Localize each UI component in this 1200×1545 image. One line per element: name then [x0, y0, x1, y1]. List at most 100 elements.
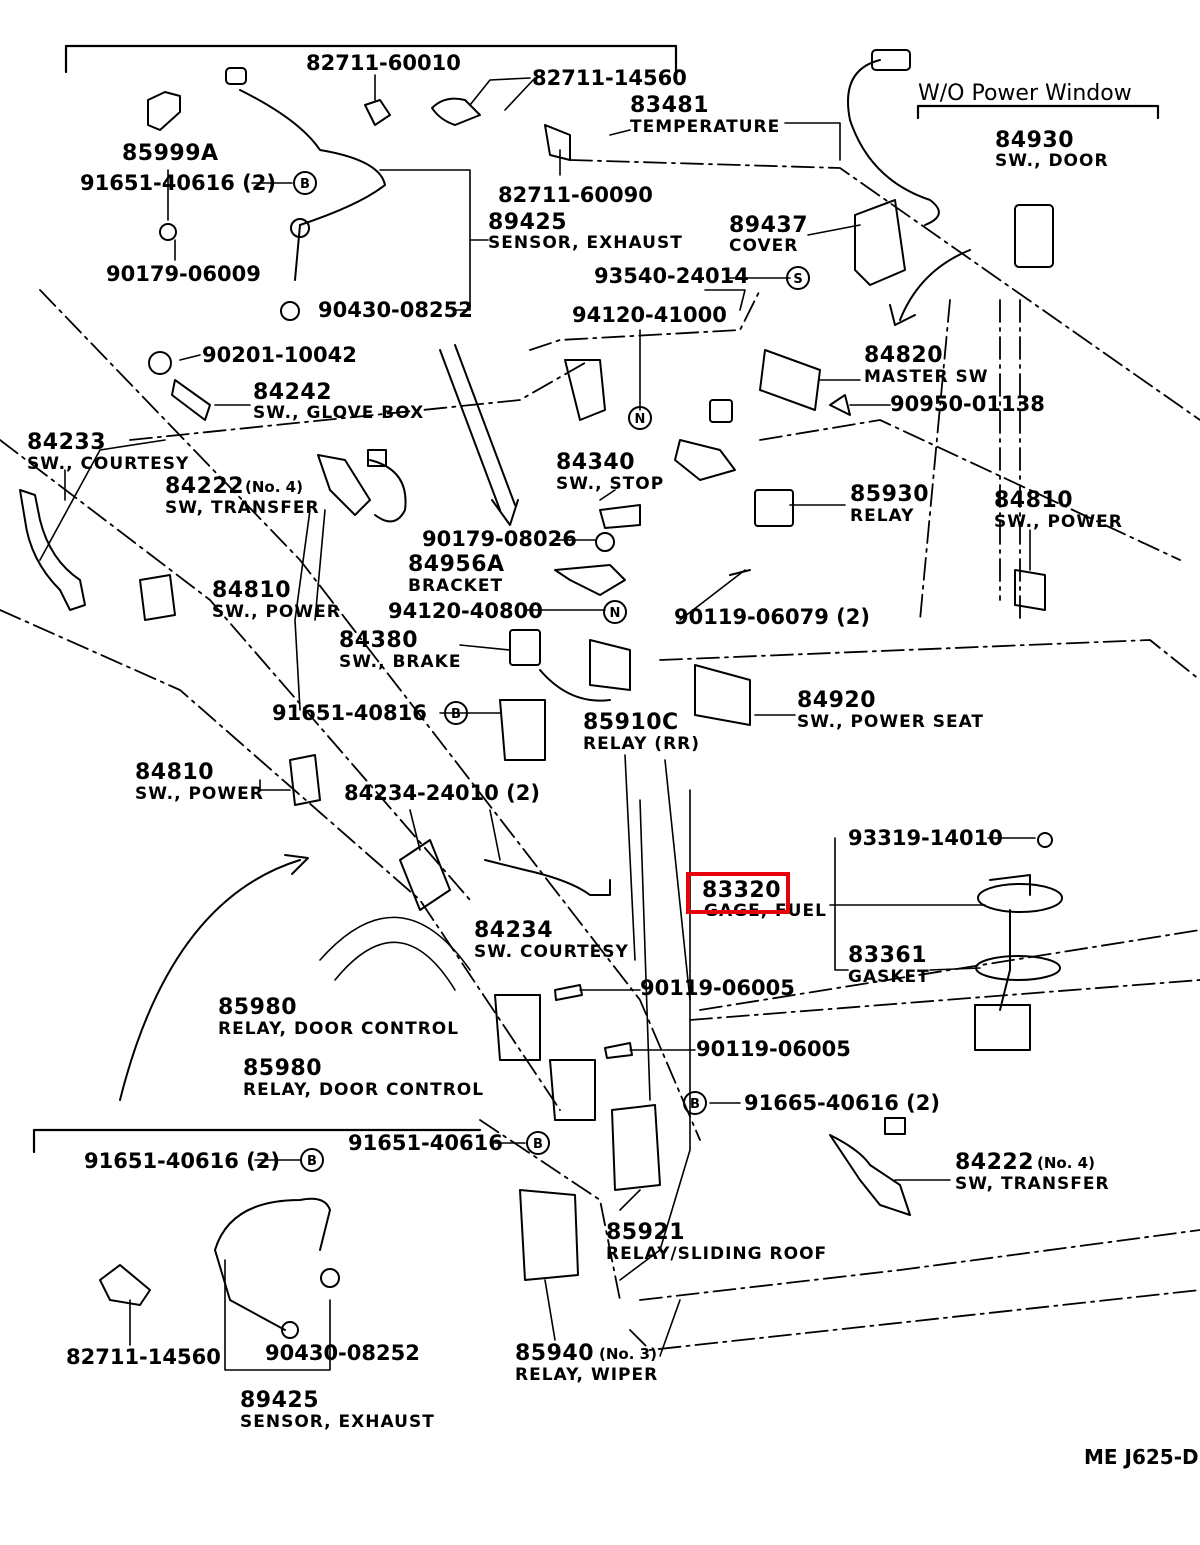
cover-89437	[854, 199, 906, 286]
part-description: SW., POWER	[212, 602, 341, 622]
part-number: 85980	[243, 1056, 323, 1081]
callout-93319-14010: 93319-14010	[848, 826, 1003, 850]
power-switch-84810-mid	[289, 754, 321, 806]
part-description: BRACKET	[408, 576, 504, 596]
clip-82711-14560-bottom	[99, 1264, 151, 1306]
sensor-exhaust-top	[239, 89, 386, 226]
callout-94120-40800: 94120-40800	[388, 599, 543, 623]
part-description: SW., STOP	[556, 474, 665, 494]
relay-door-control-a	[494, 994, 541, 1061]
callout-82711-14560-bottom: 82711-14560	[66, 1345, 221, 1369]
part-number: 85921	[606, 1220, 686, 1245]
washer-90201	[148, 351, 172, 375]
callout-93540-24014: 93540-24014	[594, 264, 749, 288]
callout-90119-06005-b: 90119-06005	[696, 1037, 851, 1061]
part-description: RELAY (RR)	[583, 734, 701, 754]
bracket-84956a	[554, 564, 626, 596]
callout-90119-06005-a: 90119-06005	[640, 976, 795, 1000]
part-number: 84380	[339, 628, 419, 653]
part-description: TEMPERATURE	[630, 117, 781, 137]
part-description: SW., BRAKE	[339, 652, 462, 672]
relay-sliding-roof	[611, 1104, 661, 1191]
symbol-b-4: B	[533, 1137, 543, 1152]
callout-90201-10042: 90201-10042	[202, 343, 357, 367]
part-description: SW, TRANSFER	[165, 498, 320, 518]
callout-94120-41000: 94120-41000	[572, 303, 727, 327]
brake-switch	[589, 639, 631, 691]
variant-heading: W/O Power Window	[918, 81, 1132, 106]
body-outline	[0, 159, 1200, 1351]
part-note: (No. 3)	[599, 1345, 657, 1363]
part-description: SW. COURTESY	[474, 942, 629, 962]
transfer-switch-bottom	[829, 1134, 911, 1216]
sensor-exhaust-bottom	[214, 1197, 331, 1251]
door-switch-84930	[1014, 204, 1054, 268]
part-number: 85940	[515, 1341, 595, 1366]
relay-wiper	[519, 1189, 579, 1281]
part-number: 84810	[994, 488, 1074, 513]
part-number: 85980	[218, 995, 298, 1020]
part-description: SW., POWER	[994, 512, 1123, 532]
callout-91651-40816: 91651-40816	[272, 701, 427, 725]
callout-90950-01138: 90950-01138	[890, 392, 1045, 416]
part-number: 84222	[165, 474, 245, 499]
part-description: RELAY, DOOR CONTROL	[243, 1080, 485, 1100]
callout-91665-40616: 91665-40616 (2)	[744, 1091, 940, 1115]
leader-lines	[39, 74, 1036, 1371]
callout-90179-06009: 90179-06009	[106, 262, 261, 286]
part-number: 84810	[212, 578, 292, 603]
part-number: 85930	[850, 482, 930, 507]
callout-85999a: 85999A	[122, 141, 219, 166]
power-switch-84810-right	[1014, 569, 1046, 611]
master-switch	[759, 349, 821, 411]
symbol-n-1: N	[635, 412, 646, 427]
part-description: SENSOR, EXHAUST	[240, 1412, 435, 1432]
part-description: RELAY, WIPER	[515, 1365, 659, 1385]
part-number: 84233	[27, 430, 107, 455]
part-number: 89425	[488, 210, 568, 235]
relay-rr	[499, 699, 546, 761]
callout-84234-24010: 84234-24010 (2)	[344, 781, 540, 805]
symbol-s: S	[793, 272, 802, 287]
power-switch-84810-left	[139, 574, 176, 621]
callout-90179-08026: 90179-08026	[422, 527, 577, 551]
symbol-b-1: B	[300, 177, 310, 192]
part-number: 84234	[474, 918, 554, 943]
callout-90430-08252-bottom: 90430-08252	[265, 1341, 420, 1365]
part-number: 83481	[630, 93, 710, 118]
part-note: (No. 4)	[245, 478, 303, 496]
courtesy-switch-84233	[19, 489, 86, 611]
part-description: COVER	[729, 236, 799, 256]
part-number: 84820	[864, 343, 944, 368]
part-number: 85910C	[583, 710, 679, 735]
symbol-n-2: N	[610, 606, 621, 621]
callout-90119-06079: 90119-06079 (2)	[674, 605, 870, 629]
glove-box-switch	[171, 379, 211, 421]
highlight-box	[686, 872, 790, 914]
group-bracket-wo-power-window	[916, 104, 1160, 120]
courtesy-switch-84234	[484, 859, 611, 896]
body-edge	[619, 789, 691, 1281]
power-seat-switch	[694, 664, 751, 726]
part-number: 84810	[135, 760, 215, 785]
callout-91651-40616-b: 91651-40616	[348, 1131, 503, 1155]
symbol-b-2: B	[451, 707, 461, 722]
bracket-85999a	[147, 91, 181, 131]
part-note: (No. 4)	[1037, 1154, 1095, 1172]
transfer-switch-top	[317, 454, 371, 516]
part-number: 89425	[240, 1388, 320, 1413]
courtesy-switch-plate	[399, 839, 451, 911]
callout-82711-14560: 82711-14560	[532, 66, 687, 90]
fuel-gage-unit	[974, 832, 1063, 1051]
part-description: SW, TRANSFER	[955, 1174, 1110, 1194]
components	[19, 49, 1063, 1339]
part-number: 84920	[797, 688, 877, 713]
part-description: SENSOR, EXHAUST	[488, 233, 683, 253]
part-description: SW., POWER	[135, 784, 264, 804]
gasket-90430-08252	[280, 301, 300, 321]
part-description: RELAY, DOOR CONTROL	[218, 1019, 460, 1039]
part-description: SW., POWER SEAT	[797, 712, 985, 732]
part-description: RELAY/SLIDING ROOF	[606, 1244, 828, 1264]
